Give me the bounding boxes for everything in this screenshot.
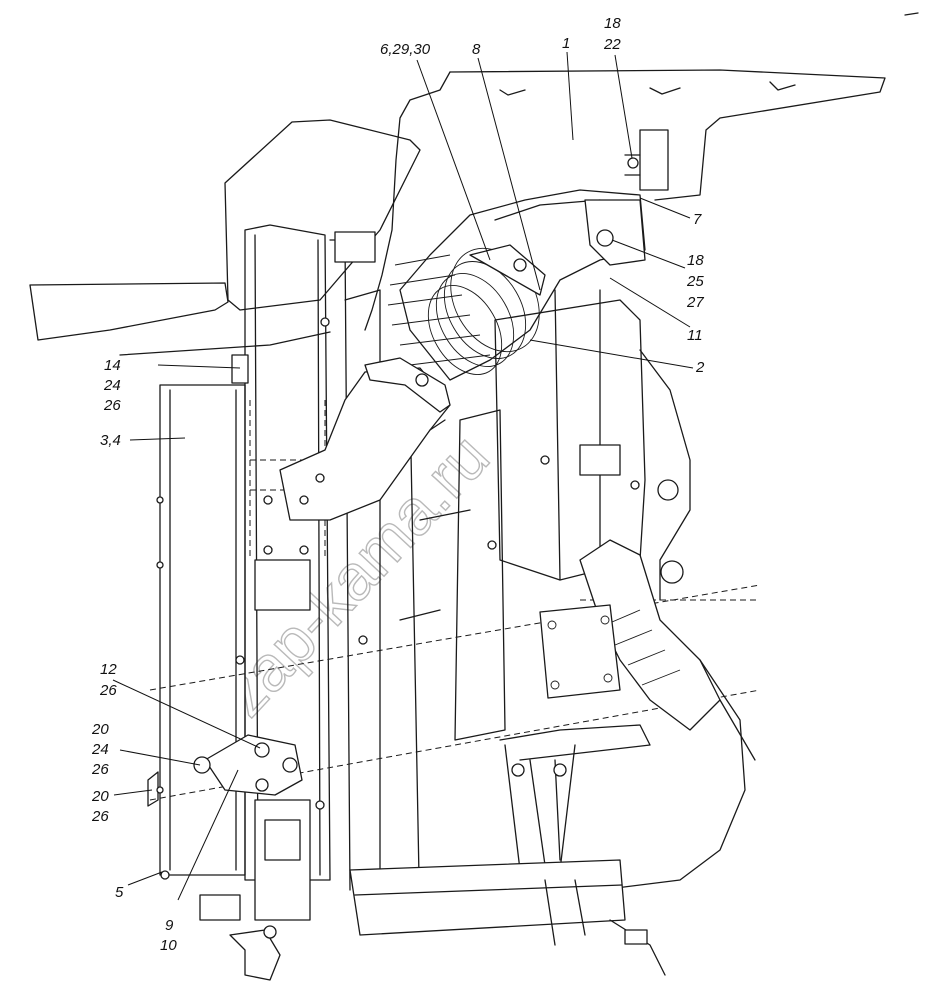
callout-14-26: 26 (103, 397, 121, 414)
bolts (156, 317, 640, 880)
flange-plate (539, 604, 621, 699)
callout-12-26: 26 (99, 682, 117, 699)
callout-10: 10 (160, 937, 177, 954)
exhaust-pipe (559, 539, 756, 891)
radiator-frame (147, 224, 441, 931)
callout-20a-24: 24 (91, 741, 109, 758)
callout-20-a: 20 (91, 721, 109, 738)
callout-25: 25 (686, 273, 704, 290)
intake-pipe (279, 189, 646, 521)
lower-support (349, 744, 666, 976)
leader-lines (112, 51, 694, 901)
callout-9: 9 (165, 917, 174, 934)
callout-22: 22 (603, 36, 621, 53)
callout-18-top: 18 (604, 15, 621, 32)
callout-14-24: 24 (103, 377, 121, 394)
callout-5: 5 (115, 884, 124, 901)
callout-20-b: 20 (91, 788, 109, 805)
callout-1: 1 (562, 35, 570, 52)
callout-27: 27 (686, 294, 704, 311)
callout-20a-26: 26 (91, 761, 109, 778)
callout-6-29-30: 6,29,30 (380, 41, 431, 58)
callout-12: 12 (100, 661, 117, 678)
callout-14: 14 (104, 357, 121, 374)
callout-11: 11 (687, 327, 703, 344)
mounting-bracket (193, 734, 303, 796)
callout-8: 8 (472, 41, 481, 58)
engine-mounts (199, 559, 311, 981)
callout-2: 2 (695, 359, 705, 376)
upper-bracket (584, 129, 669, 266)
engine-block (419, 289, 691, 761)
callout-18-mid: 18 (687, 252, 704, 269)
callout-3-4: 3,4 (100, 432, 121, 449)
callout-7: 7 (693, 211, 702, 228)
callouts: 6,29,30 8 1 18 22 7 18 25 27 11 2 14 24 … (91, 15, 705, 954)
callout-20b-26: 26 (91, 808, 109, 825)
upper-panel (29, 12, 919, 356)
